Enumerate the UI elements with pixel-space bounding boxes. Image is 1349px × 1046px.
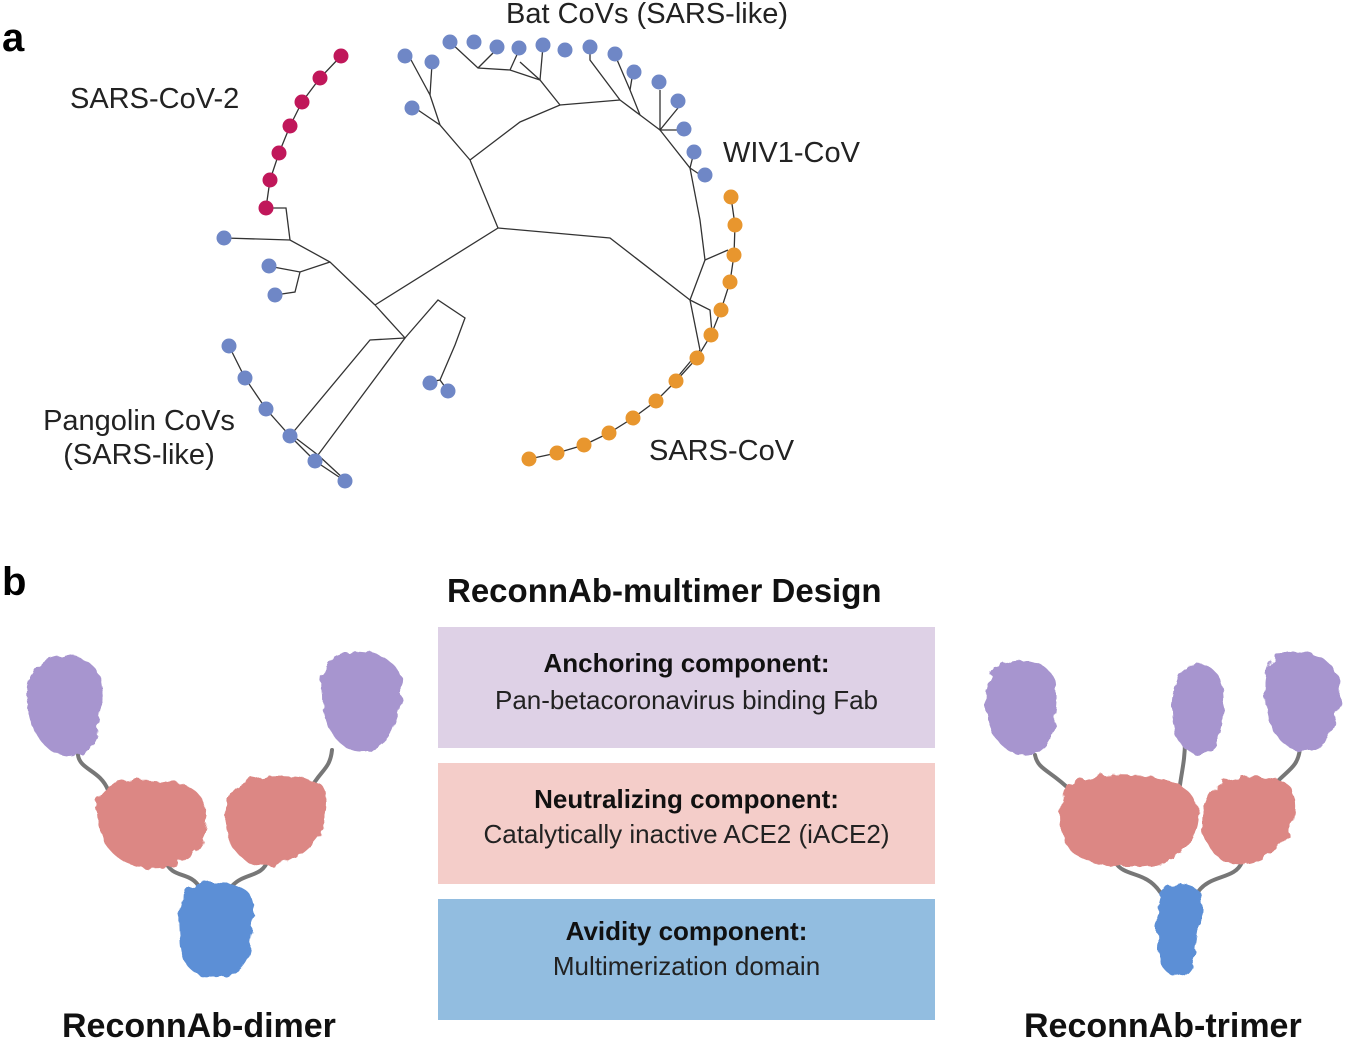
sars-cov-2-leaf <box>258 200 274 216</box>
phylogenetic-tree <box>216 34 743 489</box>
neutralizing-heading: Neutralizing component: <box>534 784 839 814</box>
sars-cov-leaf <box>549 445 565 461</box>
sars-cov-2-leaf <box>333 48 349 64</box>
label-reconnab-dimer: ReconnAb-dimer <box>62 1007 336 1045</box>
panel-b-letter: b <box>2 560 27 604</box>
sars-cov-2-leaf <box>312 70 328 86</box>
label-sars-cov: SARS-CoV <box>649 435 795 467</box>
sars-cov-2-leaf <box>282 118 298 134</box>
pangolin-leaf <box>237 370 253 386</box>
other-leaf <box>261 258 277 274</box>
pangolin-leaf <box>282 428 298 444</box>
dimer-ace2-left <box>97 779 208 869</box>
pangolin-leaf <box>337 473 353 489</box>
sars-cov-leaf <box>723 189 739 205</box>
bat-cov-leaf <box>607 46 623 62</box>
wiv1-cov-leaf <box>697 167 713 183</box>
sars-cov-clade <box>521 189 743 467</box>
sars-cov-2-clade <box>258 48 349 216</box>
sars-cov-2-connector <box>265 55 342 209</box>
sars-cov-leaf <box>668 373 684 389</box>
trimer-fab-right <box>1264 651 1341 751</box>
label-bat-covs: Bat CoVs (SARS-like) <box>506 0 789 30</box>
label-sars-cov-2: SARS-CoV-2 <box>70 83 240 115</box>
sars-cov-leaf <box>726 247 742 263</box>
bat-cov-leaf <box>557 42 573 58</box>
label-wiv1-cov: WIV1-CoV <box>723 137 860 169</box>
anchoring-heading: Anchoring component: <box>543 648 830 678</box>
sars-cov-leaf <box>625 410 641 426</box>
label-pangolin-line1: Pangolin CoVs <box>43 405 235 437</box>
avidity-component-box: Avidity component: Multimerization domai… <box>438 899 935 1020</box>
label-reconnab-trimer: ReconnAb-trimer <box>1024 1007 1302 1045</box>
design-title: ReconnAb-multimer Design <box>447 572 882 609</box>
avidity-description: Multimerization domain <box>552 951 821 981</box>
sars-cov-leaf <box>722 274 738 290</box>
neutralizing-description: Catalytically inactive ACE2 (iACE2) <box>483 819 890 849</box>
bat-cov-leaf <box>489 39 505 55</box>
sars-cov-leaf <box>703 327 719 343</box>
label-pangolin-line2: (SARS-like) <box>63 439 215 471</box>
bat-cov-leaf <box>535 37 551 53</box>
trimer-multimer <box>1157 884 1203 977</box>
other-leaf <box>216 230 232 246</box>
pangolin-leaf <box>307 453 323 469</box>
bat-cov-leaf <box>582 39 598 55</box>
bat-cov-leaf <box>511 40 527 56</box>
dimer-multimer <box>178 881 254 979</box>
anchoring-component-box: Anchoring component: Pan-betacoronavirus… <box>438 627 935 748</box>
avidity-heading: Avidity component: <box>565 916 808 946</box>
label-pangolin-covs: Pangolin CoVs (SARS-like) <box>28 404 250 472</box>
pangolin-clade <box>221 338 353 489</box>
bat-cov-leaf <box>651 74 667 90</box>
sars-cov-leaf <box>601 425 617 441</box>
bat-cov-leaf <box>397 48 413 64</box>
sars-cov-leaf <box>648 393 664 409</box>
dimer-surfaces <box>26 651 403 979</box>
sars-cov-2-leaf <box>271 145 287 161</box>
reconnab-trimer-structure <box>984 651 1341 977</box>
trimer-ace2-right <box>1201 776 1296 865</box>
sars-cov-leaf <box>727 217 743 233</box>
trimer-surfaces <box>984 651 1341 977</box>
dimer-ace2-right <box>225 776 328 867</box>
bat-cov-leaves <box>216 34 713 399</box>
other-leaf <box>422 375 438 391</box>
sars-cov-leaf <box>521 451 537 467</box>
dimer-fab-right <box>321 651 403 752</box>
trimer-ace2-left-pair <box>1060 774 1199 868</box>
pangolin-leaf <box>258 401 274 417</box>
bat-cov-leaf <box>676 121 692 137</box>
trimer-fab-left <box>984 659 1058 756</box>
bat-cov-leaf <box>626 64 642 80</box>
panel-a-letter: a <box>2 16 25 60</box>
other-leaf <box>267 287 283 303</box>
sars-cov-2-leaf <box>294 94 310 110</box>
dimer-fab-left <box>26 655 103 758</box>
sars-cov-leaf <box>689 350 705 366</box>
trimer-fab-middle <box>1171 663 1224 755</box>
bat-cov-leaf <box>442 34 458 50</box>
bat-cov-leaf <box>466 34 482 50</box>
bat-cov-leaf <box>424 54 440 70</box>
sars-cov-leaf <box>576 437 592 453</box>
sars-cov-leaf <box>713 302 729 318</box>
bat-cov-leaf <box>404 100 420 116</box>
reconnab-dimer-structure <box>26 651 403 979</box>
pangolin-leaf <box>221 338 237 354</box>
anchoring-description: Pan-betacoronavirus binding Fab <box>494 685 879 715</box>
sars-cov-2-leaf <box>262 172 278 188</box>
neutralizing-component-box: Neutralizing component: Catalytically in… <box>438 763 935 884</box>
other-leaf <box>440 383 456 399</box>
bat-cov-leaf <box>686 144 702 160</box>
bat-cov-leaf <box>670 93 686 109</box>
